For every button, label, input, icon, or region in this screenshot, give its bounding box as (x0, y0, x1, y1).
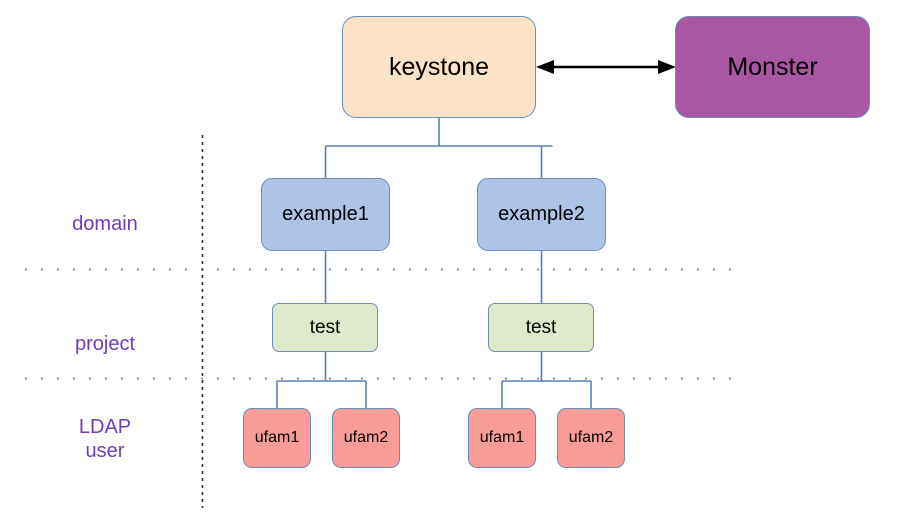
node-domain-example1-label: example1 (282, 203, 369, 225)
node-user-ufam1-a-label: ufam1 (254, 429, 300, 446)
row-label-ldap-line1: LDAP (78, 416, 132, 438)
node-domain-example2[interactable]: example2 (477, 178, 606, 251)
node-user-ufam2-a-label: ufam2 (343, 429, 389, 446)
row-label-project: project (30, 332, 180, 356)
node-keystone-label: keystone (388, 52, 490, 81)
edge-keystone-to-domains (324, 118, 553, 178)
node-project-test-2-label: test (525, 316, 557, 338)
edge-project1-to-users (276, 352, 367, 408)
node-user-ufam2-a[interactable]: ufam2 (332, 408, 400, 468)
row-label-project-text: project (74, 333, 136, 355)
node-monster[interactable]: Monster (675, 16, 870, 118)
node-user-ufam1-b[interactable]: ufam1 (468, 408, 536, 468)
node-user-ufam2-b-label: ufam2 (568, 429, 614, 446)
arrow-keystone-monster (536, 60, 676, 74)
row-label-domain-text: domain (72, 213, 138, 235)
node-project-test-2[interactable]: test (488, 303, 594, 352)
node-keystone[interactable]: keystone (342, 16, 536, 118)
node-user-ufam2-b[interactable]: ufam2 (557, 408, 625, 468)
row-label-ldap-line2: user (85, 440, 125, 463)
row-label-domain: domain (30, 212, 180, 236)
edge-project2-to-users (501, 352, 592, 408)
node-project-test-1[interactable]: test (272, 303, 378, 352)
row-label-ldap-user: LDAP user (30, 415, 180, 464)
node-domain-example2-label: example2 (498, 203, 585, 225)
node-user-ufam1-b-label: ufam1 (479, 429, 525, 446)
node-user-ufam1-a[interactable]: ufam1 (243, 408, 311, 468)
node-project-test-1-label: test (309, 316, 341, 338)
node-monster-label: Monster (727, 52, 818, 81)
node-domain-example1[interactable]: example1 (261, 178, 390, 251)
